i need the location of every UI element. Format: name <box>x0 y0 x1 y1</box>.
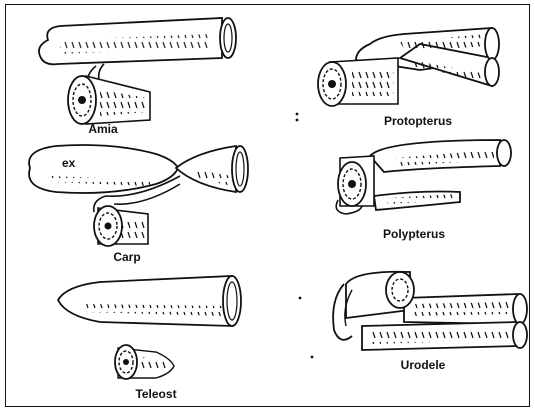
teleost-drawing <box>58 276 241 379</box>
label-urodele: Urodele <box>401 358 446 372</box>
amia-drawing <box>39 18 236 124</box>
stray-dot <box>296 113 299 116</box>
label-protopterus: Protopterus <box>384 114 452 128</box>
label-amia: Amia <box>88 122 117 136</box>
label-carp: Carp <box>113 250 140 264</box>
protopterus-drawing <box>318 28 499 106</box>
ex-annotation: ex <box>62 156 75 170</box>
label-teleost: Teleost <box>135 387 176 401</box>
urodele-drawing <box>333 272 527 350</box>
label-polypterus: Polypterus <box>383 227 445 241</box>
polypterus-drawing <box>336 140 511 214</box>
